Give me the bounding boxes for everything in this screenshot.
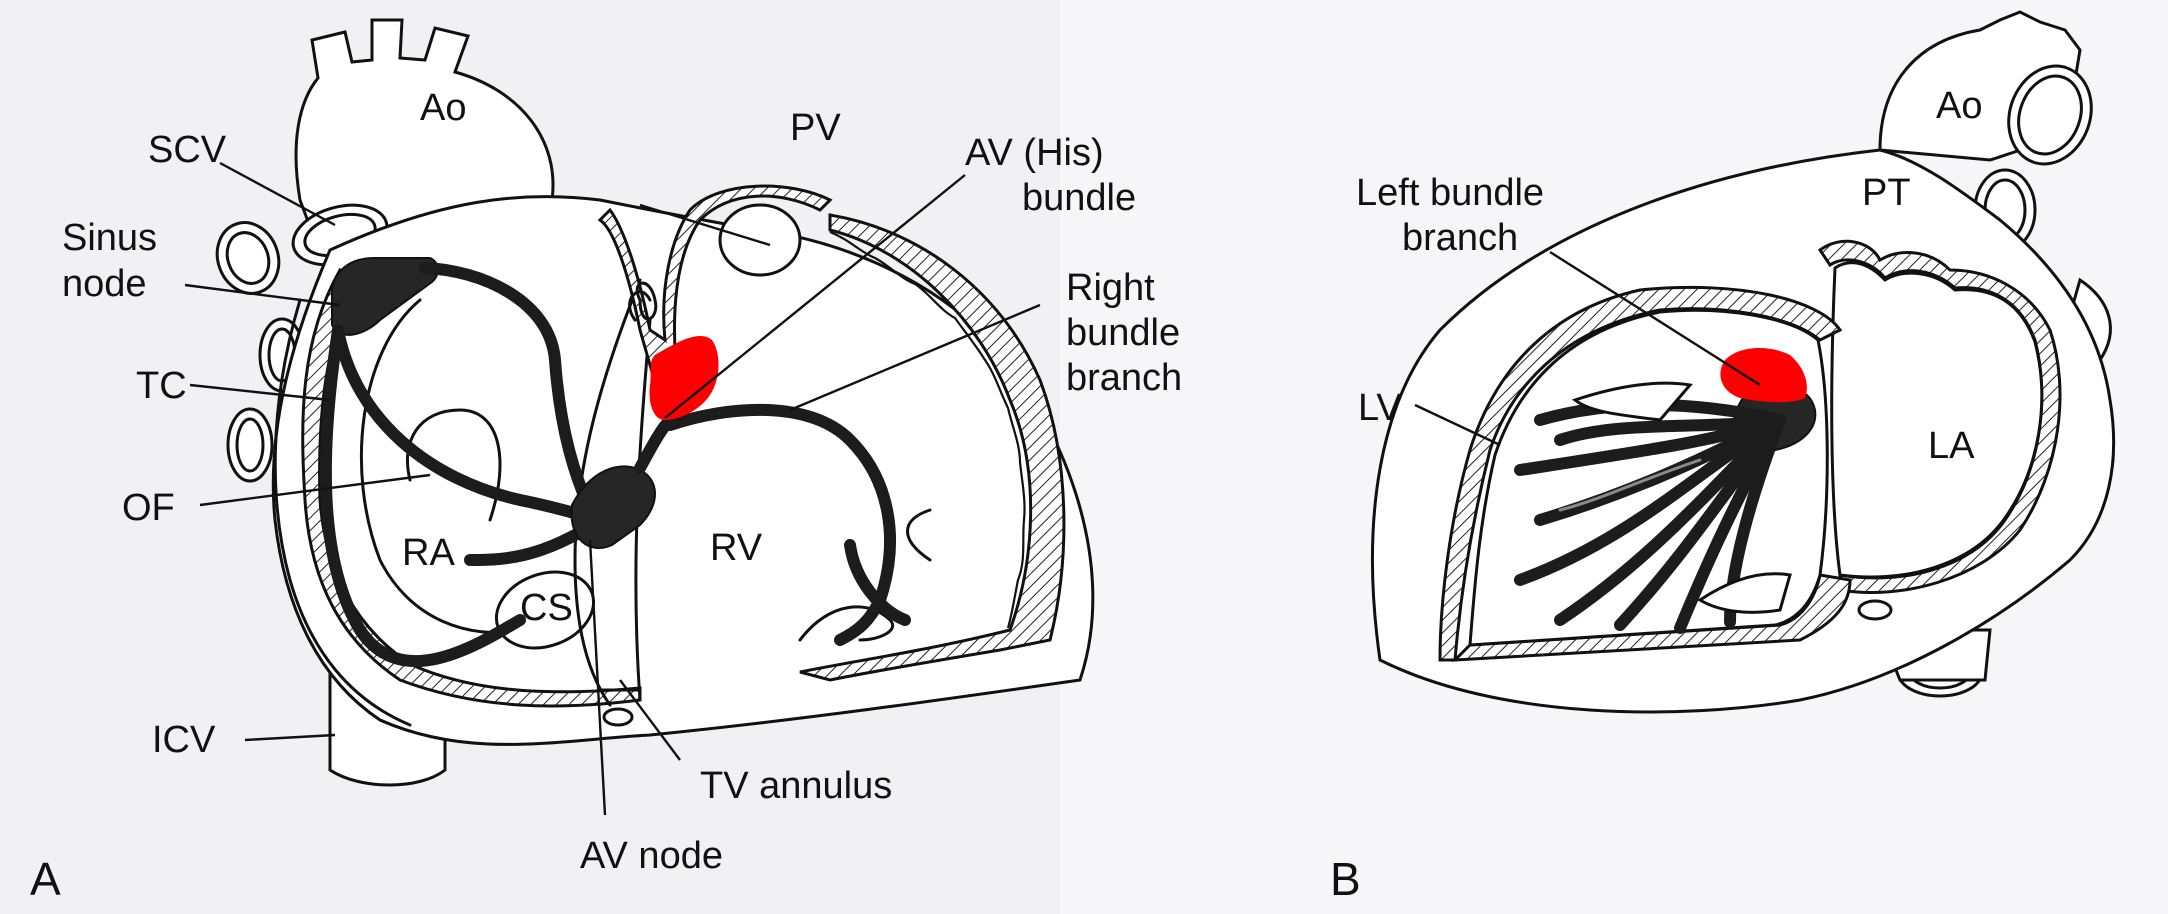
label-ao-b: Ao [1936, 85, 1982, 127]
label-pv: PV [790, 107, 841, 149]
panel-label-a: A [30, 853, 61, 905]
coronary-ring-b [1859, 601, 1891, 619]
panel-label-b: B [1330, 853, 1361, 905]
tv-annulus-ring [604, 709, 632, 725]
pulmonary-valve [720, 205, 800, 275]
label-scv: SCV [148, 129, 227, 171]
label-la: LA [1928, 425, 1975, 467]
label-tv-annulus: TV annulus [700, 765, 892, 807]
label-av-node: AV node [580, 835, 723, 877]
label-ra: RA [402, 532, 455, 574]
label-ao-a: Ao [420, 87, 466, 129]
label-of: OF [122, 487, 175, 529]
label-cs: CS [520, 587, 573, 629]
label-rv: RV [710, 527, 763, 569]
label-pt: PT [1862, 172, 1911, 214]
label-tc: TC [136, 365, 187, 407]
label-lv: LV [1358, 387, 1402, 429]
label-icv: ICV [152, 719, 216, 761]
